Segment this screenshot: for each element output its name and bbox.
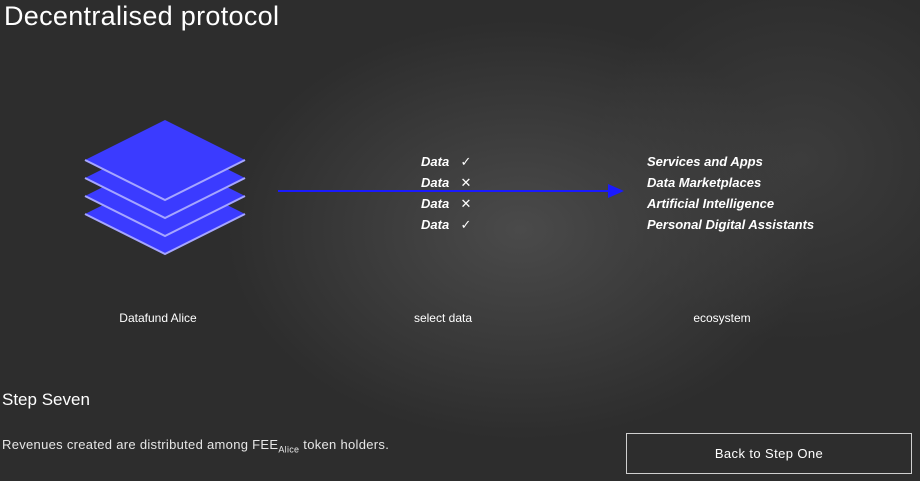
- cross-icon: ✕: [460, 174, 472, 190]
- data-row: Data ✓: [421, 214, 473, 235]
- step-title: Step Seven: [2, 390, 90, 409]
- step-description-text-end: token holders.: [299, 437, 390, 452]
- data-row: Data ✓: [421, 151, 473, 172]
- ecosystem-item: Artificial Intelligence: [647, 196, 775, 211]
- data-label: Data: [421, 175, 450, 190]
- ecosystem-item: Services and Apps: [647, 154, 763, 169]
- ecosystem-list: Services and Apps Data Marketplaces Arti…: [647, 151, 814, 235]
- step-description-text: Revenues created are distributed among F…: [2, 437, 279, 452]
- select-data-list: Data ✓ Data ✕ Data ✕ Data ✓: [421, 151, 473, 235]
- check-icon: ✓: [460, 216, 472, 232]
- token-subscript: Alice: [278, 444, 300, 455]
- caption-select-data: select data: [413, 311, 473, 325]
- ecosystem-item: Data Marketplaces: [647, 175, 762, 190]
- caption-alice: Datafund Alice: [119, 311, 197, 325]
- data-label: Data: [421, 217, 450, 232]
- step-description: Revenues created are distributed among F…: [2, 437, 389, 455]
- data-label: Data: [421, 154, 450, 169]
- ecosystem-item: Personal Digital Assistants: [647, 217, 815, 232]
- data-layers-icon: [84, 120, 246, 256]
- flow-arrow: [278, 184, 624, 198]
- cross-icon: ✕: [460, 195, 472, 211]
- check-icon: ✓: [460, 153, 472, 169]
- layer-1: [84, 120, 246, 202]
- back-to-step-one-button[interactable]: Back to Step One: [626, 433, 912, 474]
- caption-ecosystem: ecosystem: [693, 311, 751, 325]
- page-title: Decentralised protocol: [4, 1, 280, 31]
- data-row: Data ✕: [421, 172, 473, 193]
- data-row: Data ✕: [421, 193, 473, 214]
- data-label: Data: [421, 196, 450, 211]
